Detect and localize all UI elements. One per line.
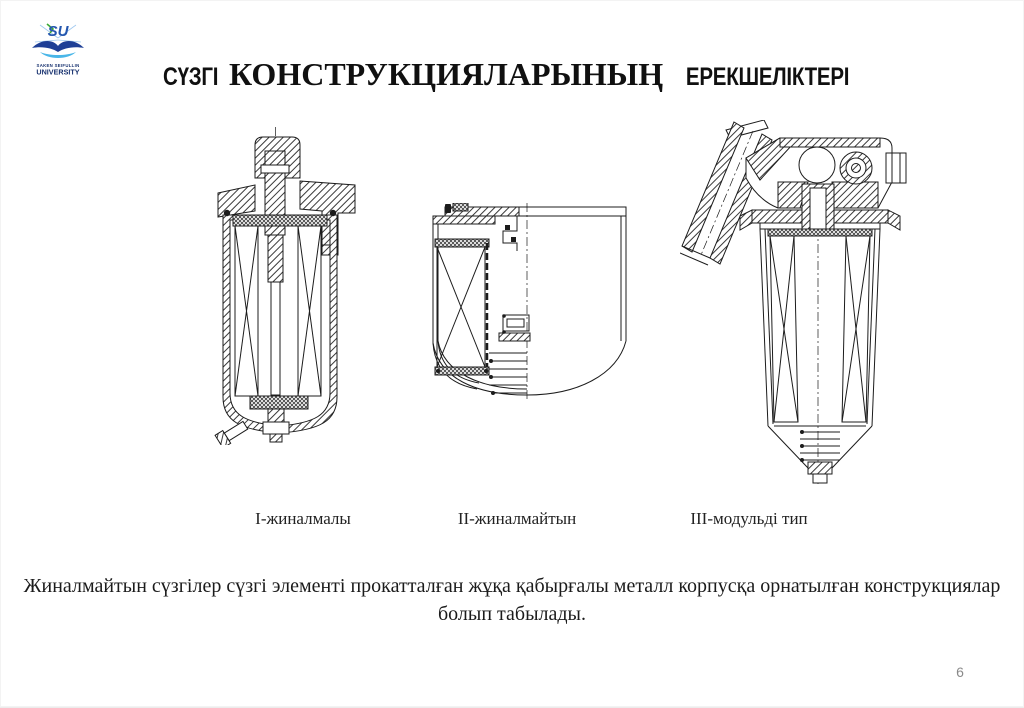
figure-collapsible-filter-drawing — [200, 125, 380, 445]
logo-text-line1: SAKEN SEIFULLIN — [37, 63, 80, 68]
logo-monogram: SU — [48, 23, 70, 40]
body-text: Жиналмайтын сүзгілер сүзгі элементі прок… — [0, 572, 1024, 628]
figure-noncollapsible-filter-drawing — [425, 203, 629, 403]
logo-bird-underside-icon — [40, 52, 76, 58]
figure-caption-2: II-жиналмайтын — [457, 509, 577, 528]
figure-modular-filter-drawing — [680, 120, 910, 486]
figure-caption-1: I-жиналмалы — [255, 509, 351, 528]
title-part-2: КОНСТРУКЦИЯЛАРЫНЫҢ — [229, 56, 664, 92]
logo-text-line2: UNIVERSITY — [36, 68, 79, 77]
page-number: 6 — [956, 664, 964, 680]
title-part-3: ЕРЕКШЕЛІКТЕРІ — [686, 63, 850, 91]
logo-rays-icon — [34, 24, 82, 43]
slide-title: СҮЗГІ КОНСТРУКЦИЯЛАРЫНЫҢ ЕРЕКШЕЛІКТЕРІ — [0, 56, 1024, 93]
title-part-1: СҮЗГІ — [162, 63, 218, 91]
logo-bird-icon — [32, 41, 84, 52]
body-text-line-1: Жиналмайтын сүзгілер сүзгі элементі прок… — [23, 575, 1001, 597]
body-text-line-2: болып табылады. — [438, 603, 586, 625]
figure-caption-3: III-модульді тип — [690, 509, 808, 528]
logo-green-accent-icon — [46, 23, 55, 34]
university-logo: SU SAKEN SEIFULLIN UNIVERSITY — [28, 20, 88, 78]
